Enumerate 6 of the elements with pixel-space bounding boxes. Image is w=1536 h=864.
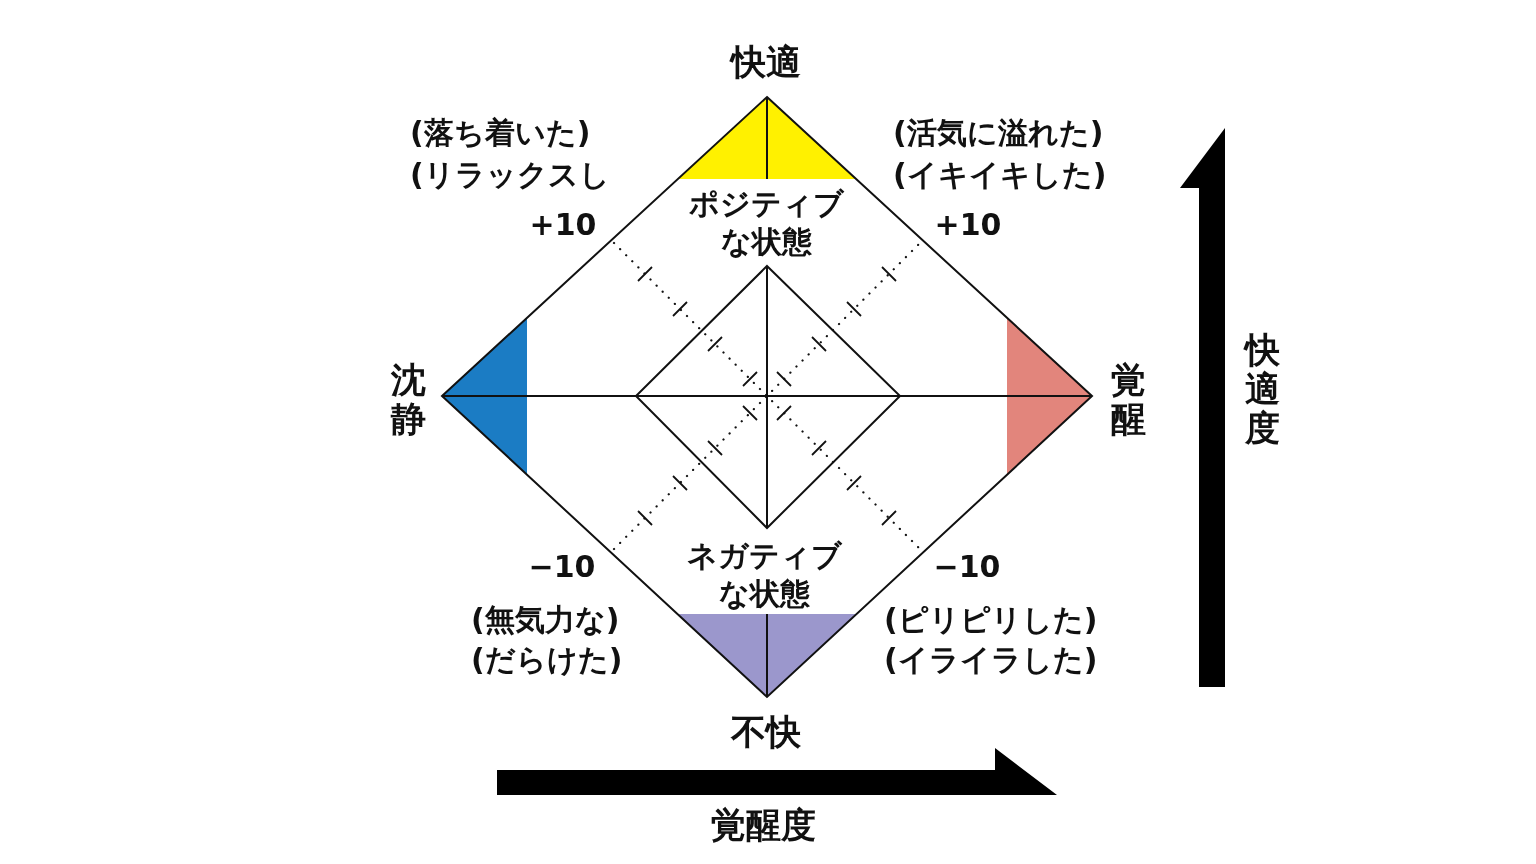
pole-label: 覚醒 [1109, 360, 1147, 440]
pole-label: 快適 [731, 41, 801, 83]
axis-title: 覚醒度 [710, 804, 816, 846]
pole-label: 不快 [731, 711, 801, 753]
axis-title: 快適度 [1243, 331, 1281, 449]
pole-label: 沈静 [389, 360, 427, 440]
